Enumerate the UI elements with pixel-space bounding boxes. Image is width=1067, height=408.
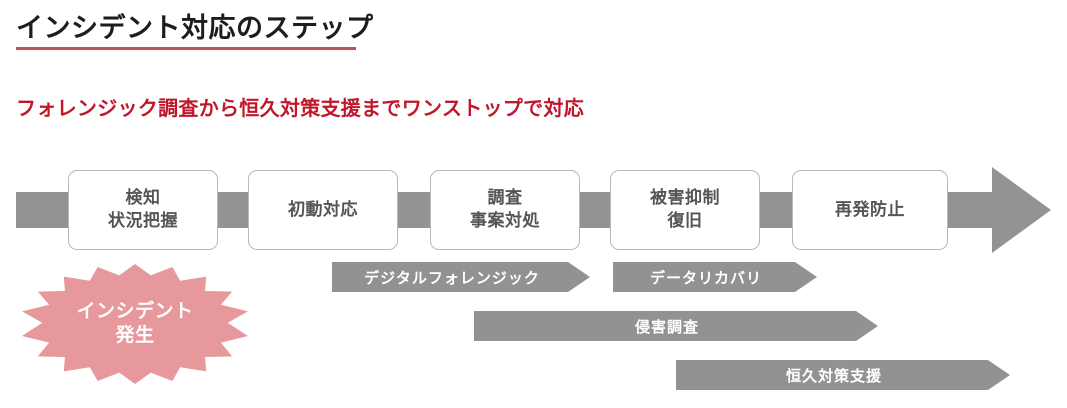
service-arrow-label: データリカバリ: [649, 269, 762, 287]
service-arrow-breach-investigation[interactable]: 侵害調査: [474, 311, 878, 341]
title-underline-rule: [16, 47, 356, 50]
burst-label-line2: 発生: [115, 325, 155, 346]
service-arrow-digital-forensics[interactable]: デジタルフォレンジック: [332, 262, 590, 292]
service-arrow-label: 侵害調査: [634, 318, 699, 336]
process-arrowhead-icon: [992, 167, 1051, 253]
burst-label-line1: インシデント: [76, 301, 194, 323]
page-title: インシデント対応のステップ: [16, 13, 374, 43]
step-box-prevention[interactable]: 再発防止: [792, 170, 948, 250]
step-label-line2: 状況把握: [108, 211, 178, 230]
step-label-line1: 被害抑制: [650, 188, 720, 208]
step-label-line1: 初動対応: [288, 199, 358, 219]
incident-burst-badge: インシデント 発生: [22, 264, 248, 384]
service-arrow-label: デジタルフォレンジック: [364, 269, 540, 287]
step-box-containment-recovery[interactable]: 被害抑制 復旧: [610, 170, 760, 250]
service-arrow-permanent-countermeasure-support[interactable]: 恒久対策支援: [676, 360, 1010, 390]
step-box-investigation[interactable]: 調査 事案対処: [430, 170, 580, 250]
step-label-line1: 調査: [487, 188, 523, 208]
service-arrow-label: 恒久対策支援: [785, 367, 882, 385]
page-subtitle: フォレンジック調査から恒久対策支援までワンストップで対応: [16, 98, 584, 120]
service-arrow-data-recovery[interactable]: データリカバリ: [613, 262, 817, 292]
step-label-line1: 再発防止: [835, 199, 905, 219]
incident-burst-label: インシデント 発生: [22, 264, 248, 384]
step-box-initial-response[interactable]: 初動対応: [248, 170, 398, 250]
step-label-line1: 検知: [125, 188, 161, 208]
step-box-detection[interactable]: 検知 状況把握: [68, 170, 218, 250]
step-label-line2: 復旧: [667, 211, 703, 230]
step-label-line2: 事案対処: [470, 211, 540, 230]
